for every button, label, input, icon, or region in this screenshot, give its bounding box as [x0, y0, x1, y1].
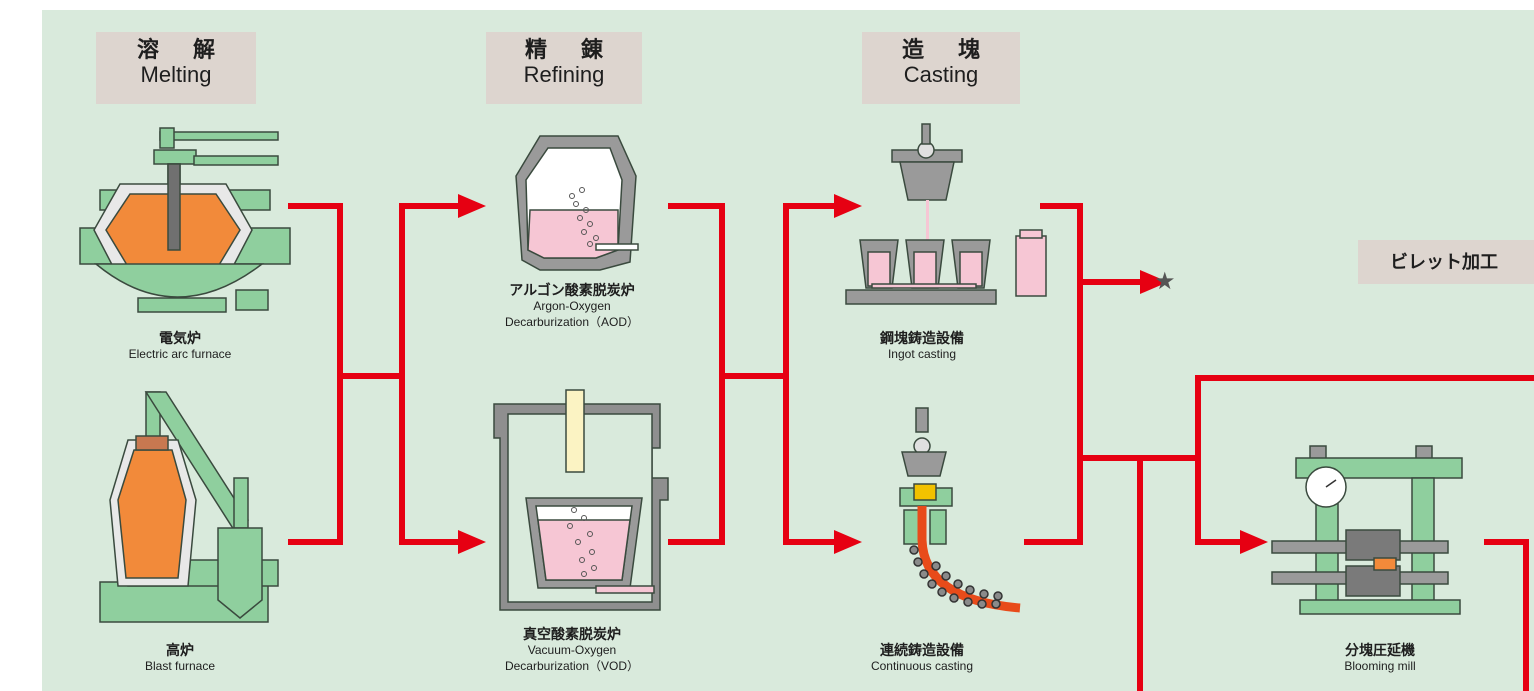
caption-blooming-mill: 分塊圧延機 Blooming mill: [1290, 642, 1470, 674]
billet-label: ビレット加工: [1390, 252, 1516, 272]
caption-jp: 真空酸素脱炭炉: [523, 626, 621, 642]
caption-blast-furnace: 高炉 Blast furnace: [80, 642, 280, 674]
caption-jp: アルゴン酸素脱炭炉: [509, 282, 635, 298]
stage-header-jp: 精 錬: [524, 37, 618, 62]
stage-header-refining: 精 錬 Refining: [486, 32, 642, 104]
caption-en: Decarburization（AOD）: [504, 315, 640, 329]
caption-jp: 分塊圧延機: [1345, 642, 1415, 658]
caption-en: Electric arc furnace: [128, 347, 232, 361]
caption-en: Blooming mill: [1344, 659, 1416, 673]
stage-header-jp: 溶 解: [136, 37, 230, 62]
caption-en: Continuous casting: [870, 659, 974, 673]
caption-jp: 高炉: [166, 642, 194, 658]
vod-vessel-icon: [493, 389, 669, 611]
caption-en: Vacuum-Oxygen: [527, 643, 617, 657]
caption-en: Argon-Oxygen: [533, 299, 611, 313]
caption-vod: 真空酸素脱炭炉 Vacuum-Oxygen Decarburization（VO…: [472, 626, 672, 674]
blast-furnace-icon: [99, 391, 279, 623]
star-icon: ★: [1154, 268, 1176, 295]
caption-jp: 連続鋳造設備: [880, 642, 964, 658]
stage-header-en: Refining: [523, 62, 605, 87]
caption-en: Decarburization（VOD）: [504, 659, 640, 673]
caption-jp: 鋼塊鋳造設備: [880, 330, 964, 346]
caption-en: Ingot casting: [887, 347, 957, 361]
caption-ingot-casting: 鋼塊鋳造設備 Ingot casting: [832, 330, 1012, 362]
flow-lines: [288, 203, 1534, 691]
electric-arc-furnace-icon: [79, 127, 291, 313]
caption-jp: 電気炉: [159, 330, 201, 346]
stage-header-en: Melting: [140, 62, 212, 87]
stage-header-melting: 溶 解 Melting: [96, 32, 256, 104]
stage-header-jp: 造 塊: [901, 37, 995, 62]
flow-arrowheads: [458, 194, 1268, 554]
caption-en: Blast furnace: [144, 659, 216, 673]
stage-header-casting: 造 塊 Casting: [862, 32, 1020, 104]
stage-header-en: Casting: [903, 62, 979, 87]
ingot-casting-icon: [845, 123, 1047, 305]
caption-aod: アルゴン酸素脱炭炉 Argon-Oxygen Decarburization（A…: [472, 282, 672, 330]
billet-processing-header: ビレット加工 B: [1358, 240, 1534, 284]
continuous-casting-icon: [899, 407, 1021, 613]
caption-continuous-casting: 連続鋳造設備 Continuous casting: [832, 642, 1012, 674]
aod-converter-icon: [515, 135, 639, 271]
blooming-mill-icon: [1271, 445, 1463, 615]
caption-electric-arc-furnace: 電気炉 Electric arc furnace: [80, 330, 280, 362]
